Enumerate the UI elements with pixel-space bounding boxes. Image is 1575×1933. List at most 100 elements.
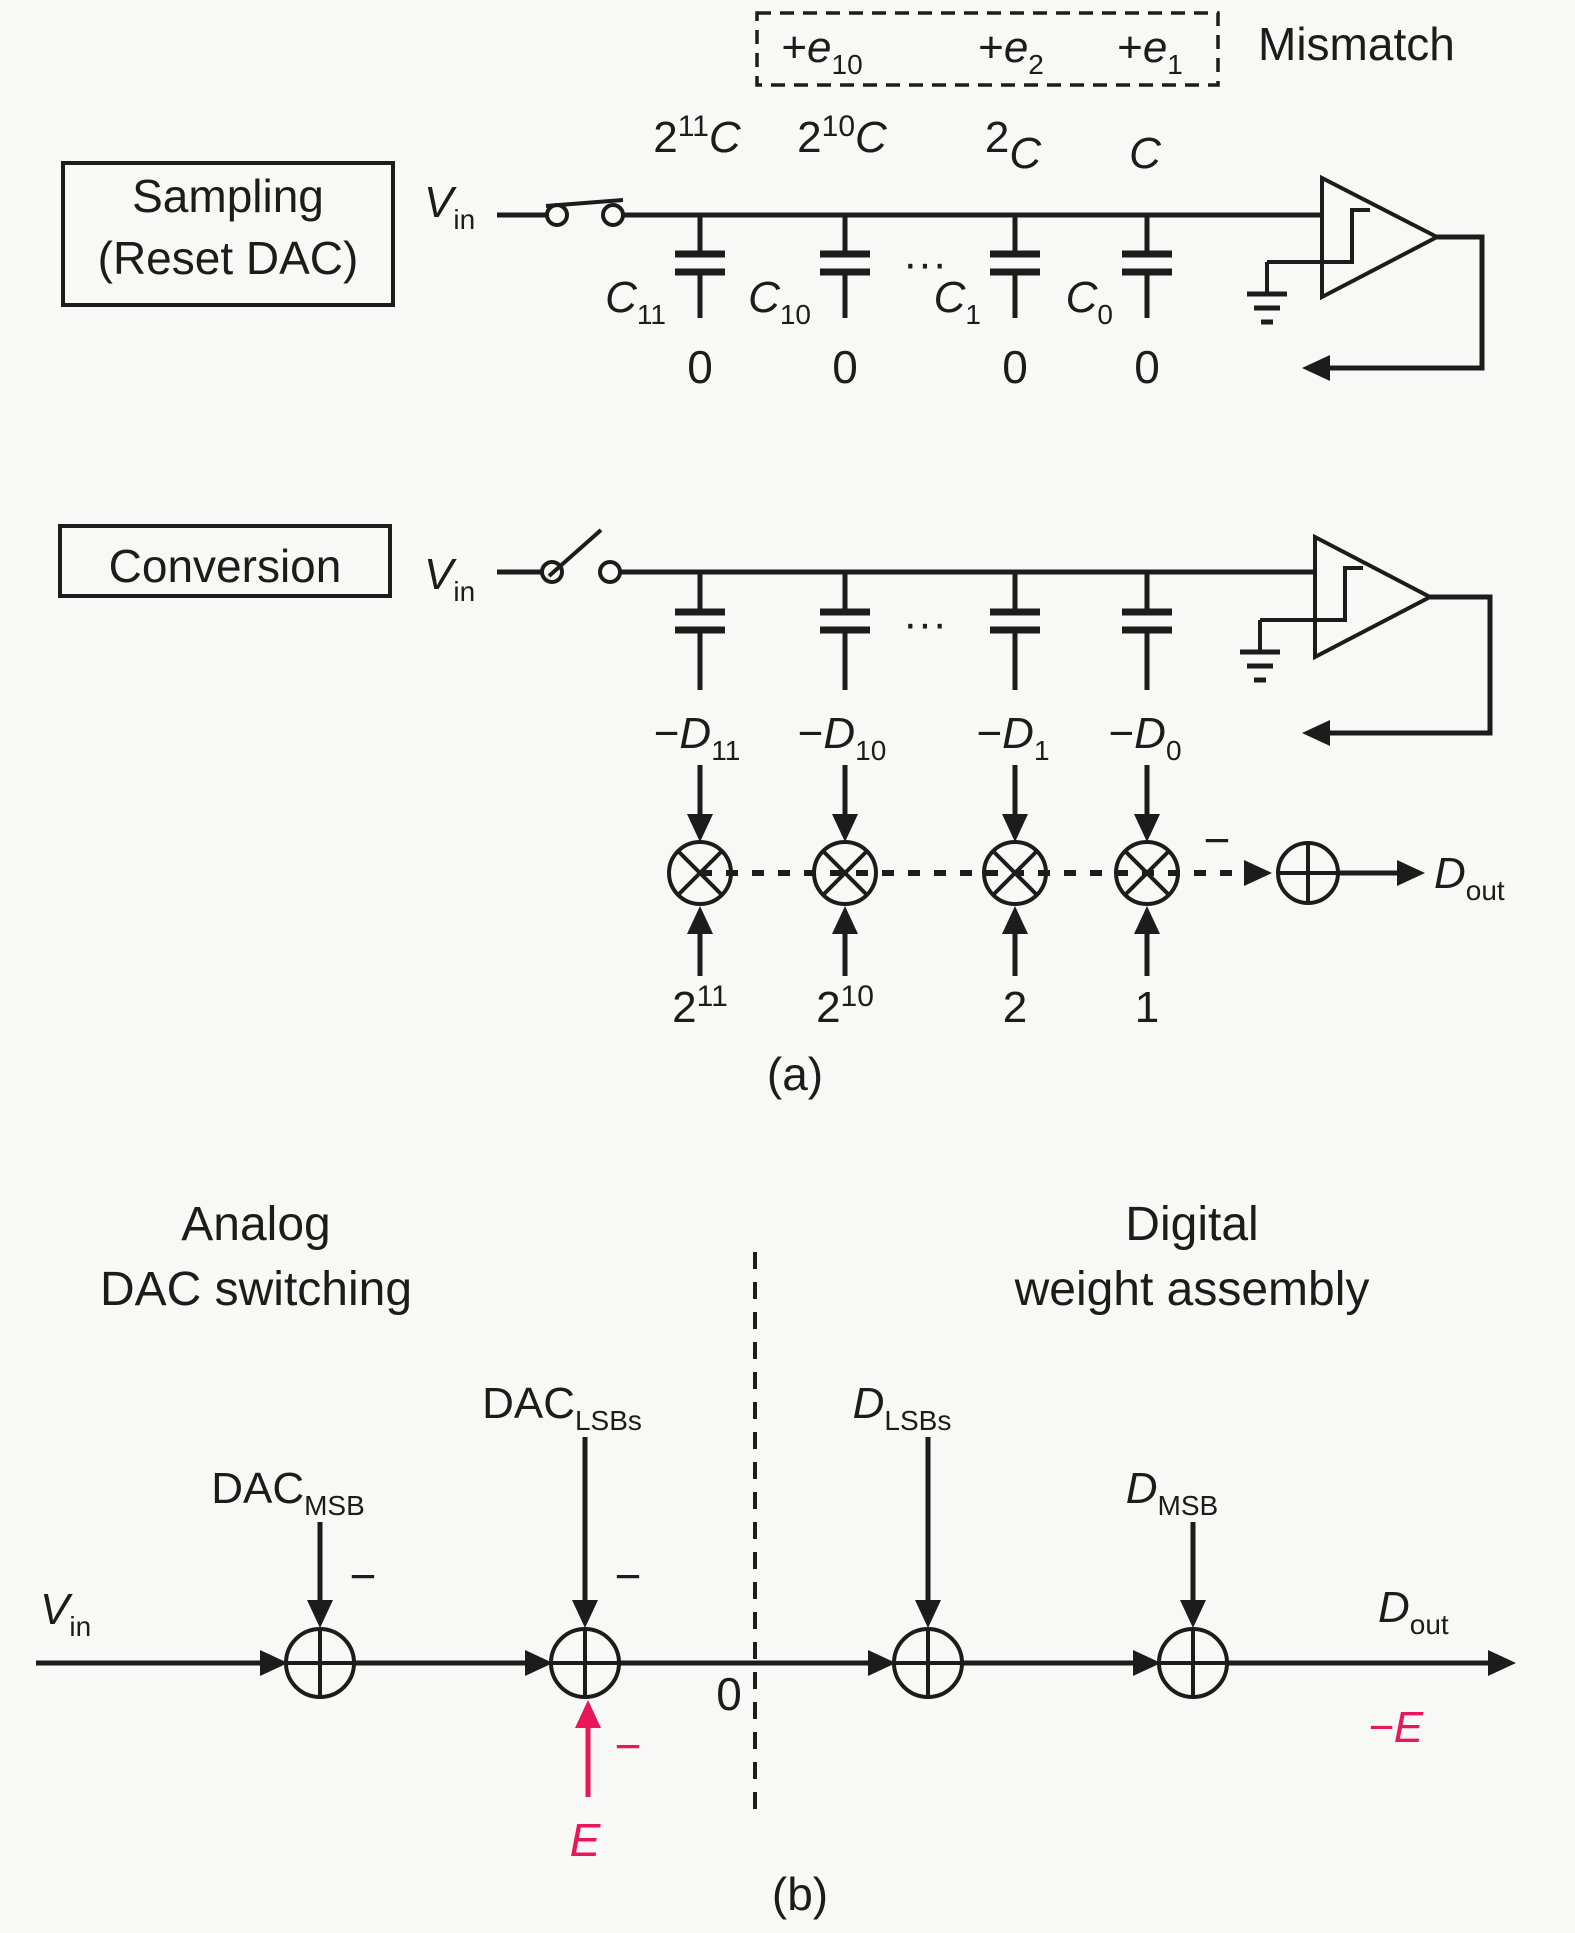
multiplier-circle xyxy=(667,840,733,906)
sampling-phase: Sampling (Reset DAC) Vin C11 0 xyxy=(61,161,1485,393)
panel-b: Analog DAC switching Digital weight asse… xyxy=(36,1198,1516,1920)
ellipsis-sampling: ··· xyxy=(903,239,947,288)
switch-bar-open xyxy=(547,528,603,578)
conversion-phase: Conversion Vin xyxy=(58,524,1493,842)
down-arrowhead xyxy=(307,1600,333,1628)
cap-value-2c: 2C xyxy=(985,113,1042,178)
up-arrowhead xyxy=(1134,906,1160,934)
dac-lsbs-label: DACLSBs xyxy=(482,1379,642,1436)
d-lsbs-label: DLSBs xyxy=(853,1379,952,1436)
d-msb-label: DMSB xyxy=(1126,1464,1218,1521)
conversion-label: Conversion xyxy=(109,540,342,592)
error-label: E xyxy=(570,1814,602,1866)
down-arrowhead xyxy=(1134,814,1160,842)
up-arrowhead xyxy=(1002,906,1028,934)
decision-d10: −D10 xyxy=(798,709,887,766)
up-arrowhead xyxy=(832,906,858,934)
conversion-capacitor-0 xyxy=(1122,572,1172,690)
output-error-label: −E xyxy=(1368,1703,1424,1752)
decision-d0: −D0 xyxy=(1108,709,1181,766)
multiplier-circle xyxy=(812,840,878,906)
down-arrowhead xyxy=(832,814,858,842)
cap-name-c10: C10 xyxy=(748,273,811,330)
flow-arrowhead xyxy=(1133,1650,1161,1676)
feedback-arrow xyxy=(1302,234,1485,381)
sampling-capacitor-1: C1 0 xyxy=(934,215,1040,393)
error-injection: − E xyxy=(570,1700,642,1866)
digital-heading-line1: Digital xyxy=(1125,1198,1258,1251)
dac-msb-label: DACMSB xyxy=(211,1464,365,1521)
down-arrowhead xyxy=(1002,814,1028,842)
decision-d11: −D11 xyxy=(654,709,741,766)
switch-contact-right xyxy=(598,560,622,584)
adder-input-dac-lsbs: DACLSBs − xyxy=(482,1379,642,1628)
panel-a: +e10 +e2 +e1 Mismatch 211C 210C 2C C Sam… xyxy=(58,11,1505,1100)
down-arrowhead xyxy=(572,1600,598,1628)
vin-label-sampling: Vin xyxy=(424,178,475,235)
sampling-switch-closed xyxy=(497,198,625,227)
conversion-capacitor-1 xyxy=(990,572,1040,690)
conversion-phase-box xyxy=(58,524,392,598)
error-term-e10: +e10 xyxy=(781,23,862,80)
conversion-capacitor-11 xyxy=(675,572,725,690)
flow-arrowhead xyxy=(525,1650,553,1676)
multiplier-circle xyxy=(982,840,1048,906)
switch-contact-right xyxy=(601,203,625,227)
adder-input-d-msb: DMSB xyxy=(1126,1464,1218,1628)
multiplier-1 xyxy=(982,840,1048,906)
digital-heading-line2: weight assembly xyxy=(1014,1263,1370,1316)
digital-recombination: − Dout 211 210 2 1 xyxy=(667,814,1505,1032)
down-arrowhead xyxy=(915,1600,941,1628)
weight-1: 1 xyxy=(1135,983,1159,1032)
caption-b: (b) xyxy=(772,1868,828,1920)
conversion-comparator xyxy=(1240,533,1493,746)
up-arrowhead xyxy=(687,906,713,934)
sampling-comparator xyxy=(1247,174,1485,381)
cap-bottom-value: 0 xyxy=(832,341,858,393)
multiplier-11 xyxy=(667,840,733,906)
weight-2e11: 211 xyxy=(672,980,728,1032)
dout-label-a: Dout xyxy=(1434,849,1505,906)
sampling-capacitor-11: C11 0 xyxy=(605,215,725,393)
error-up-arrowhead xyxy=(575,1700,601,1728)
switch-contact-left xyxy=(545,203,569,227)
signal-flow-line xyxy=(36,1650,1516,1676)
cap-value-2e10c: 210C xyxy=(797,110,888,162)
adder-4 xyxy=(1157,1627,1229,1699)
mismatch-label: Mismatch xyxy=(1258,18,1455,70)
sampling-capacitor-10: C10 0 xyxy=(748,215,870,393)
cap-name-c11: C11 xyxy=(605,273,666,330)
switch-contact-left xyxy=(540,560,564,584)
cap-bottom-value: 0 xyxy=(1134,341,1160,393)
error-term-e2: +e2 xyxy=(978,23,1044,80)
analog-heading-line2: DAC switching xyxy=(100,1263,412,1316)
zero-crossing-label: 0 xyxy=(716,1668,742,1720)
adder-input-dac-msb: DACMSB − xyxy=(211,1464,376,1628)
down-arrowhead xyxy=(687,814,713,842)
comparator-step-icon xyxy=(1260,566,1363,622)
flow-arrowhead xyxy=(868,1650,896,1676)
multiplier-circle xyxy=(1114,840,1180,906)
error-minus-sign: − xyxy=(615,1720,642,1772)
output-arrowhead xyxy=(1397,860,1425,886)
weight-2e10: 210 xyxy=(816,980,874,1032)
ground-icon xyxy=(1247,262,1287,325)
cap-value-labels: 211C 210C 2C C xyxy=(653,110,1162,178)
cap-name-c1: C1 xyxy=(934,273,981,330)
adder-1 xyxy=(284,1627,356,1699)
weight-2: 2 xyxy=(1003,983,1027,1032)
conversion-capacitor-10 xyxy=(820,572,870,690)
adder-3 xyxy=(892,1627,964,1699)
switch-bar-closed xyxy=(545,198,624,208)
cap-value-c: C xyxy=(1129,129,1162,178)
sampling-capacitor-0: C0 0 xyxy=(1066,215,1172,393)
analog-heading-line1: Analog xyxy=(181,1198,330,1251)
multiplier-0 xyxy=(1114,840,1180,906)
cap-name-c0: C0 xyxy=(1066,273,1113,330)
mismatch-box: +e10 +e2 +e1 Mismatch xyxy=(755,11,1455,87)
comparator-triangle xyxy=(1320,174,1442,301)
caption-a: (a) xyxy=(767,1048,823,1100)
multiplier-10 xyxy=(812,840,878,906)
